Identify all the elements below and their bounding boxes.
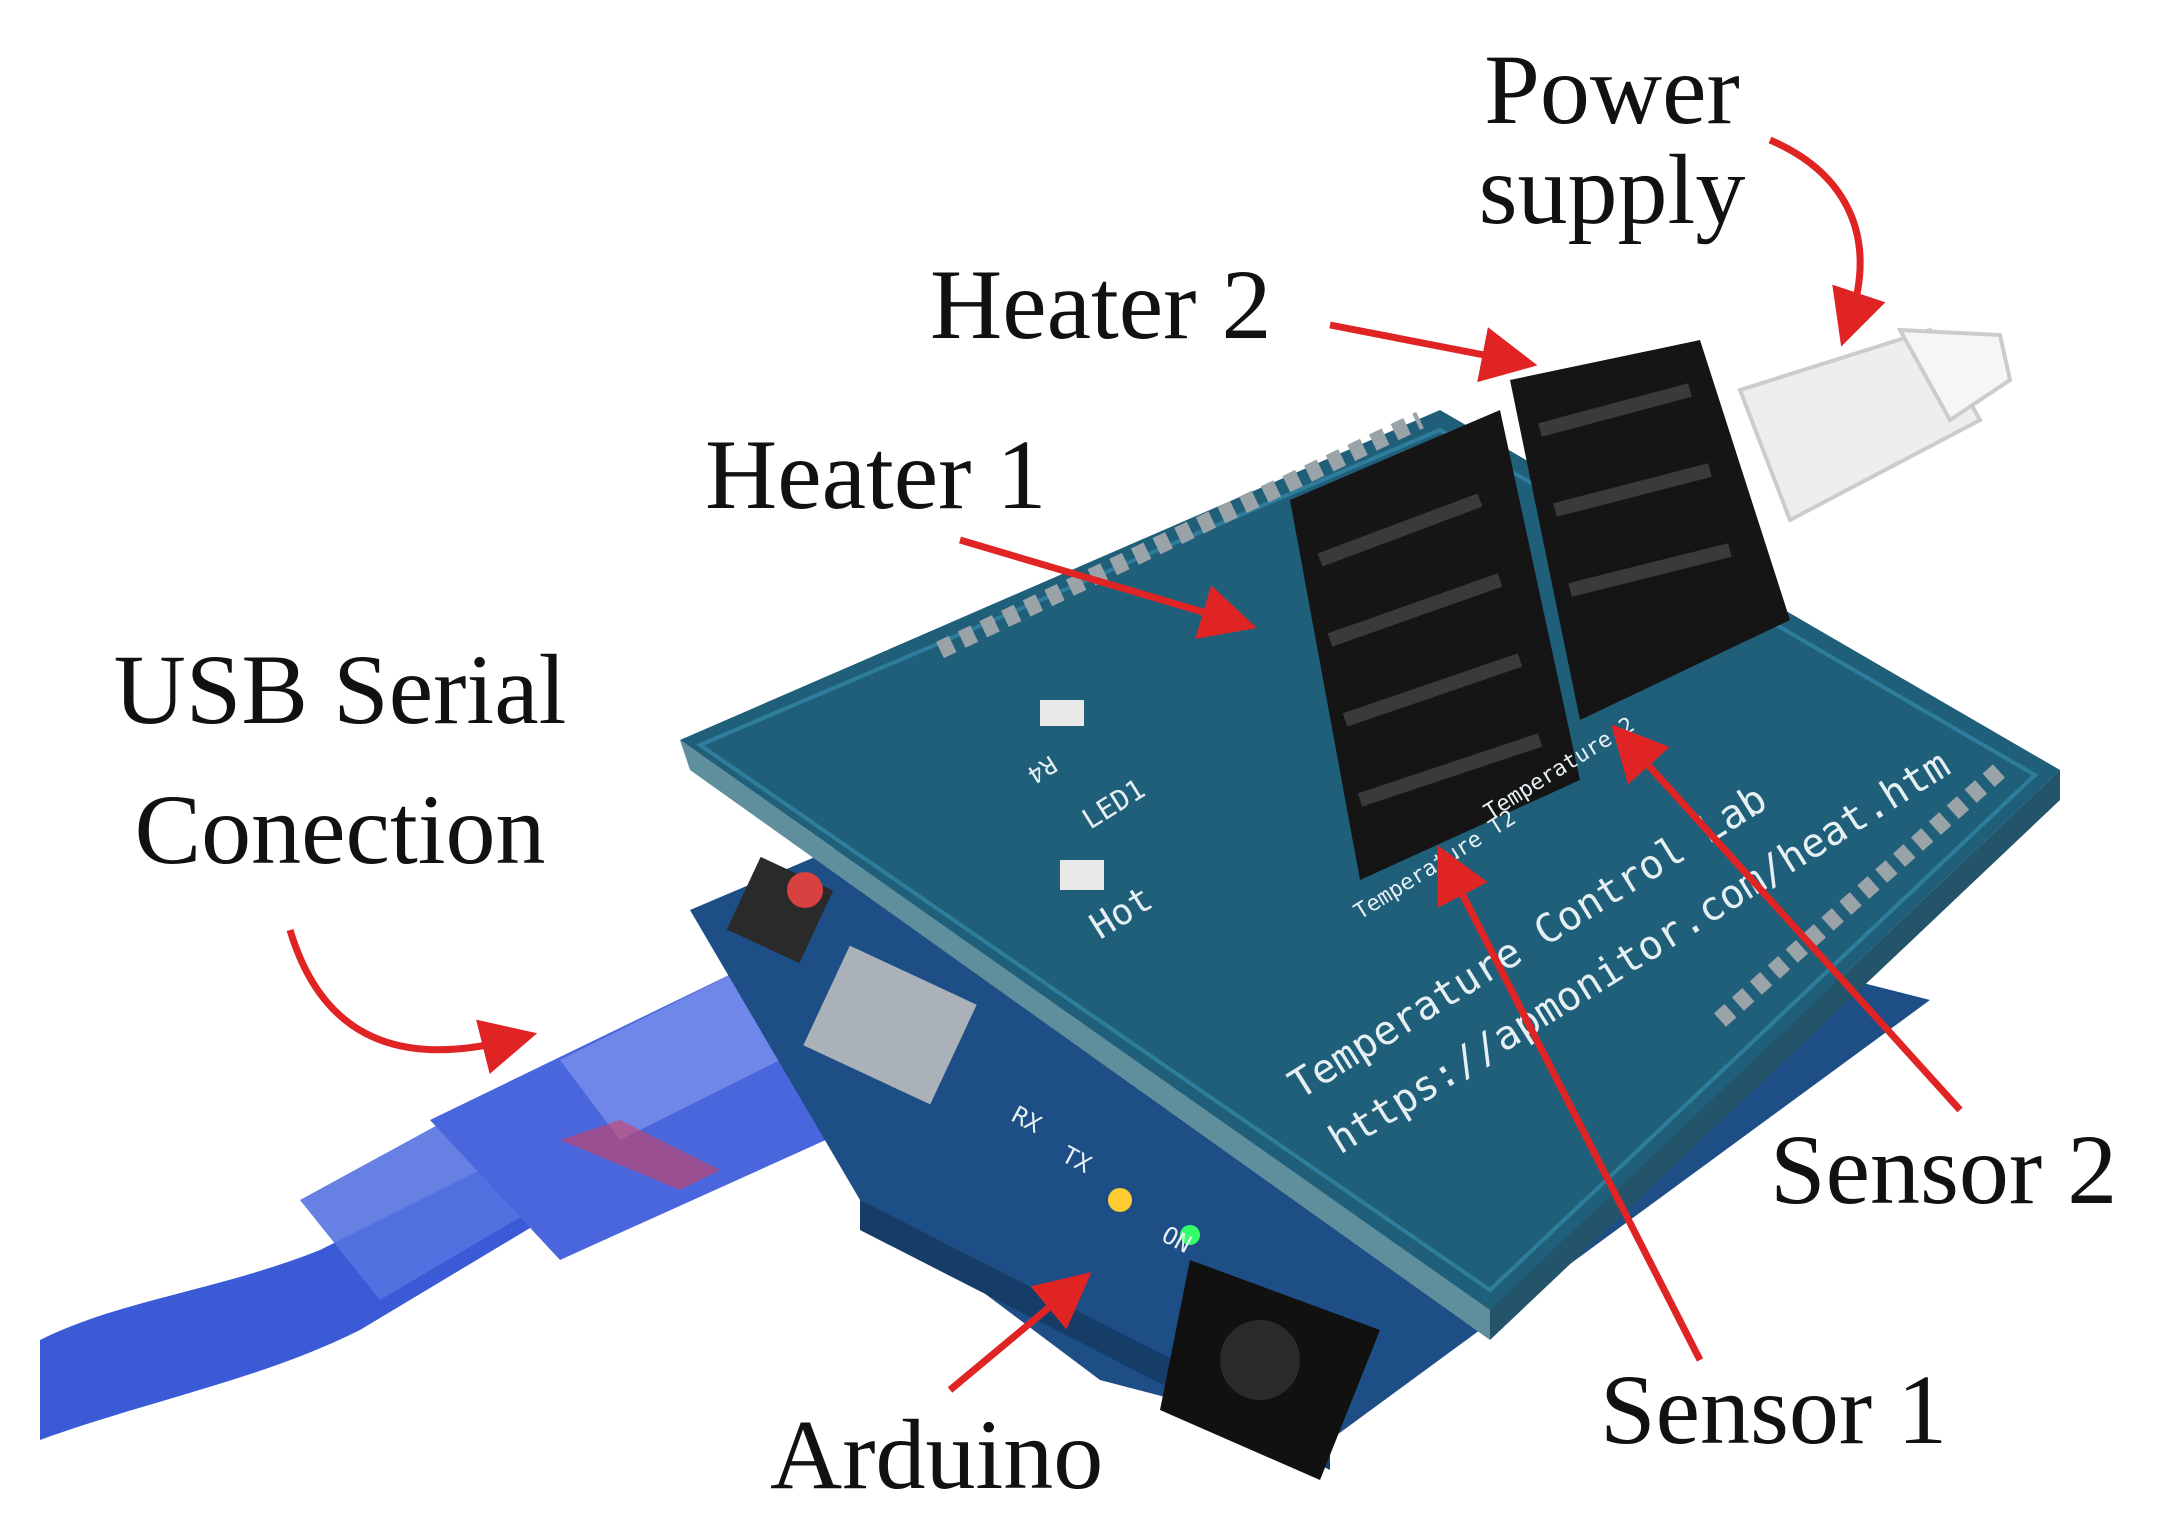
arrow-arduino	[947, 1272, 1092, 1393]
power-connector	[1737, 327, 2013, 523]
arrow-sensor2	[1611, 724, 1963, 1113]
arrow-heater2	[1329, 321, 1538, 383]
usb-cable	[40, 960, 870, 1440]
label-power-supply-line2: supply	[1478, 134, 1746, 245]
label-heater1: Heater 1	[705, 419, 1047, 530]
label-usb-line2: Conection	[134, 774, 546, 885]
callout-arrows	[286, 136, 1963, 1393]
arrow-sensor1	[1437, 845, 1704, 1362]
label-sensor1: Sensor 1	[1600, 1354, 1948, 1465]
label-usb-line1: USB Serial	[113, 634, 567, 745]
label-sensor2: Sensor 2	[1770, 1114, 2118, 1225]
label-power-supply-line1: Power	[1484, 34, 1740, 145]
label-arduino: Arduino	[770, 1399, 1104, 1510]
arrow-usb	[286, 928, 538, 1074]
arrow-power-supply	[1768, 136, 1886, 347]
heater-heatsinks	[1290, 340, 1790, 880]
arrow-heater1	[959, 536, 1257, 639]
label-heater2: Heater 2	[930, 249, 1272, 360]
